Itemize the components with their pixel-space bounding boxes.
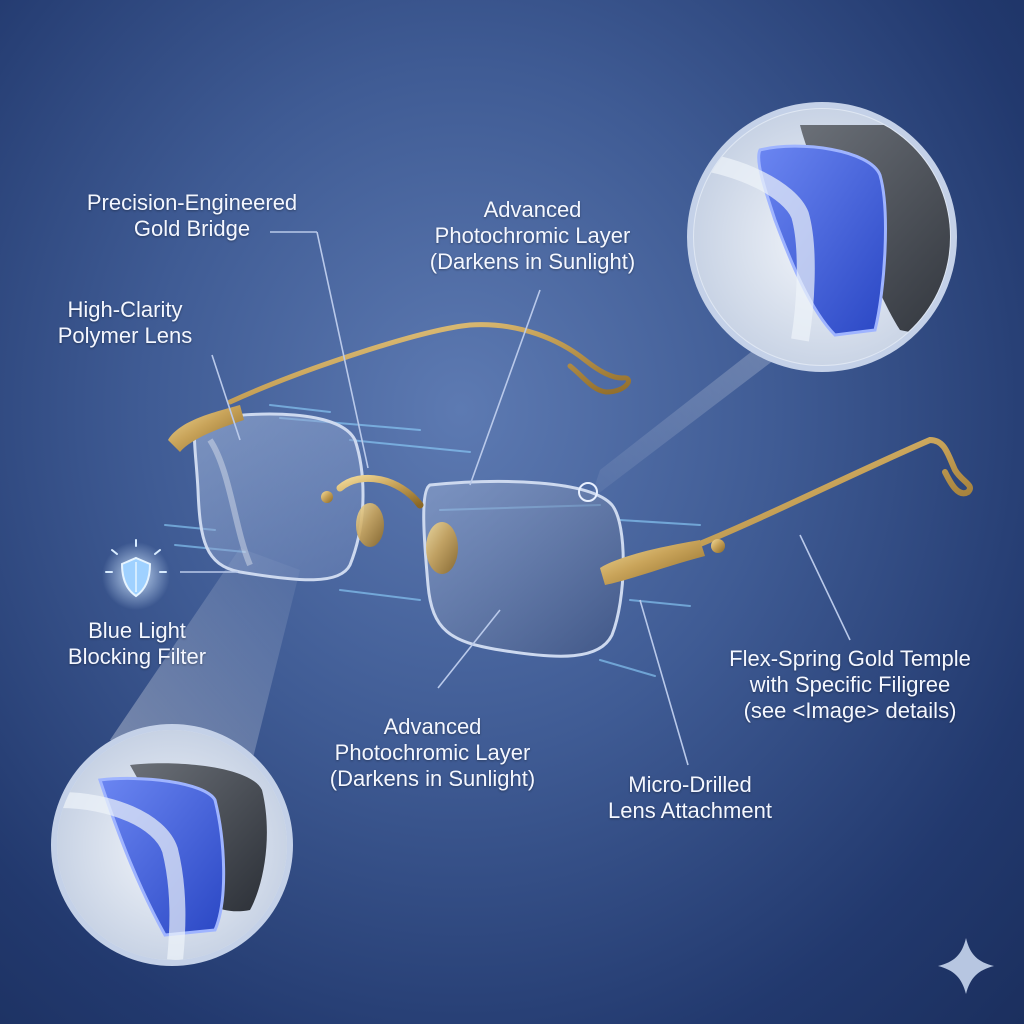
label-lens-attachment: Micro-Drilled Lens Attachment: [585, 772, 795, 824]
label-polymer-lens: High-Clarity Polymer Lens: [40, 297, 210, 349]
left-hinge: [168, 405, 244, 452]
label-gold-temple: Flex-Spring Gold Temple with Specific Fi…: [705, 646, 995, 724]
label-photochromic-bottom: Advanced Photochromic Layer (Darkens in …: [300, 714, 565, 792]
label-line: with Specific Filigree: [749, 672, 951, 697]
sparkle-icon: [938, 938, 994, 994]
label-line: Advanced: [383, 714, 482, 739]
callout-lines: [180, 231, 851, 766]
label-line: Blocking Filter: [67, 644, 207, 669]
label-line: Flex-Spring Gold Temple: [729, 646, 971, 671]
label-line: Polymer Lens: [57, 323, 193, 348]
shield-icon: [102, 539, 170, 610]
label-gold-bridge: Precision-Engineered Gold Bridge: [62, 190, 322, 242]
label-line: Photochromic Layer: [334, 740, 531, 765]
label-line: (Darkens in Sunlight): [429, 249, 636, 274]
right-temple: [687, 436, 973, 551]
label-line: (see <Image> details): [743, 698, 957, 723]
right-lens: [422, 480, 625, 658]
nose-pad-left: [356, 503, 384, 547]
beam-bottom: [110, 548, 300, 770]
label-line: Precision-Engineered: [86, 190, 298, 215]
magnifier-bottom: [51, 724, 293, 966]
label-line: Lens Attachment: [608, 798, 772, 823]
label-blue-light-filter: Blue Light Blocking Filter: [52, 618, 222, 670]
left-temple: [227, 322, 631, 405]
right-hinge: [600, 540, 705, 585]
nose-pad-right: [426, 522, 458, 574]
magnifier-top: [687, 102, 957, 372]
screw-right: [711, 539, 725, 553]
label-line: Advanced: [483, 197, 582, 222]
label-line: Blue Light: [88, 618, 186, 643]
left-lens: [192, 412, 365, 582]
label-photochromic-top: Advanced Photochromic Layer (Darkens in …: [400, 197, 665, 275]
focus-ring: [578, 482, 598, 502]
screw-bridge: [321, 491, 333, 503]
label-line: (Darkens in Sunlight): [329, 766, 536, 791]
label-line: High-Clarity: [67, 297, 183, 322]
label-line: Micro-Drilled: [628, 772, 752, 797]
lens-highlight: [207, 438, 253, 567]
gold-bridge: [336, 474, 424, 509]
label-line: Gold Bridge: [133, 216, 251, 241]
label-line: Photochromic Layer: [434, 223, 631, 248]
